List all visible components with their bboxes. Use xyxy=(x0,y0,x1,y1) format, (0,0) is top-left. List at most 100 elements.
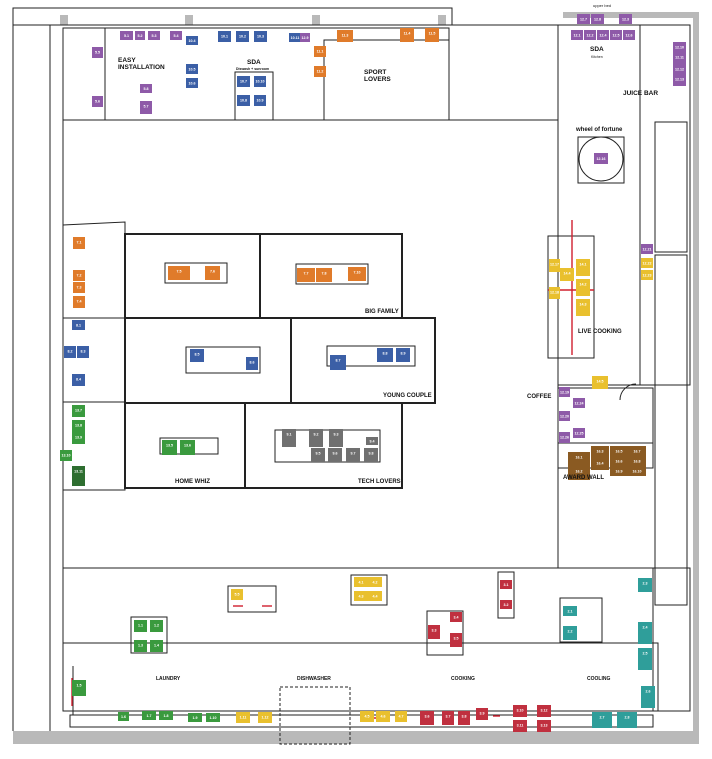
stand-16.6[interactable]: 16.6 xyxy=(610,456,628,466)
stand-3.13[interactable]: 3.13 xyxy=(537,720,551,732)
stand-13.11[interactable]: 13.11 xyxy=(72,466,85,486)
stand-14.5[interactable]: 14.5 xyxy=(592,376,608,389)
stand-12.20[interactable]: 12.20 xyxy=(559,411,570,421)
stand-10.1[interactable]: 10.1 xyxy=(218,31,231,42)
stand-3.5[interactable]: 3.5 xyxy=(450,633,462,647)
stand-1.5[interactable]: 1.5 xyxy=(72,680,86,696)
stand-12.22[interactable]: 12.22 xyxy=(641,258,653,268)
stand-9.1[interactable]: 9.1 xyxy=(282,429,296,447)
stand-13.5[interactable]: 13.5 xyxy=(162,440,177,455)
stand-12.17[interactable]: 12.17 xyxy=(549,259,560,272)
stand-16.5[interactable]: 16.5 xyxy=(610,446,628,456)
stand-8.1[interactable]: 8.1 xyxy=(72,320,85,330)
stand-1.4[interactable]: 1.4 xyxy=(150,640,163,652)
stand-9.8[interactable]: 9.8 xyxy=(364,448,378,462)
stand-12.1[interactable]: 12.1 xyxy=(571,30,583,40)
stand-7.8[interactable]: 7.8 xyxy=(316,268,332,282)
stand-7.1[interactable]: 7.1 xyxy=(73,237,85,249)
stand-14.3[interactable]: 14.3 xyxy=(576,299,590,316)
stand-12.10[interactable]: 12.10 xyxy=(673,42,686,54)
stand-12.12[interactable]: 12.12 xyxy=(673,64,686,76)
stand-7.6[interactable]: 7.6 xyxy=(205,266,220,280)
stand-2.3[interactable]: 2.3 xyxy=(638,578,652,592)
stand-2.5[interactable]: 2.5 xyxy=(638,648,652,670)
stand-5.5[interactable]: 5.5 xyxy=(231,589,243,600)
stand-13.8[interactable]: 13.8 xyxy=(72,420,85,432)
stand-5.5[interactable]: 5.5 xyxy=(92,47,103,58)
stand-9.6[interactable]: 9.6 xyxy=(328,448,342,462)
stand-8.6[interactable]: 8.6 xyxy=(246,357,258,370)
stand-2.4[interactable]: 2.4 xyxy=(638,622,652,644)
stand-5.6[interactable]: 5.6 xyxy=(92,96,103,107)
stand-12.13[interactable]: 12.13 xyxy=(673,74,686,86)
stand-13.9[interactable]: 13.9 xyxy=(72,432,85,444)
stand-5.8[interactable]: 5.8 xyxy=(140,84,152,93)
stand-16.2[interactable]: 16.2 xyxy=(568,466,590,480)
stand-10.5[interactable]: 10.5 xyxy=(186,64,198,74)
stand-7.3[interactable]: 7.3 xyxy=(73,282,85,293)
stand-1.1[interactable]: 1.1 xyxy=(134,620,147,632)
stand-12.7[interactable]: 12.7 xyxy=(577,14,590,24)
stand-14.2[interactable]: 14.2 xyxy=(576,279,590,296)
stand-2.1[interactable]: 2.1 xyxy=(563,606,577,616)
stand-5.7[interactable]: 5.7 xyxy=(140,101,152,114)
stand-4.2[interactable]: 4.2 xyxy=(368,577,382,587)
stand-10.7[interactable]: 10.7 xyxy=(237,76,250,87)
stand-9.4[interactable]: 9.4 xyxy=(366,437,378,445)
stand-12.25[interactable]: 12.25 xyxy=(573,428,585,438)
stand-3.10[interactable]: 3.10 xyxy=(513,705,527,717)
stand-3.2[interactable]: 3.2 xyxy=(500,600,512,609)
stand-1.12[interactable]: 1.12 xyxy=(258,712,272,723)
stand-2.6[interactable]: 2.6 xyxy=(641,686,655,708)
stand-12.4[interactable]: 12.4 xyxy=(597,30,609,40)
stand-4.1[interactable]: 4.1 xyxy=(354,577,368,587)
stand-16.7[interactable]: 16.7 xyxy=(628,446,646,456)
stand-3.6[interactable]: 3.6 xyxy=(420,711,434,725)
stand-3.4[interactable]: 3.4 xyxy=(450,612,462,622)
stand-16.3[interactable]: 16.3 xyxy=(591,446,609,458)
stand-3.7[interactable]: 3.7 xyxy=(442,711,454,725)
stand-12.5[interactable]: 12.5 xyxy=(610,30,622,40)
stand-1.2[interactable]: 1.2 xyxy=(150,620,163,632)
stand-10.4[interactable]: 10.4 xyxy=(186,36,198,45)
stand-9.2[interactable]: 9.2 xyxy=(309,429,323,447)
stand-1.10[interactable]: 1.10 xyxy=(206,713,220,722)
stand-4.5[interactable]: 4.5 xyxy=(360,711,374,722)
wheel-stand[interactable] xyxy=(594,153,608,164)
stand-9.5[interactable]: 9.5 xyxy=(311,448,325,462)
stand-11.4[interactable]: 11.4 xyxy=(400,28,414,42)
stand-8.8[interactable]: 8.8 xyxy=(377,348,393,362)
stand-2.8[interactable]: 2.8 xyxy=(617,712,637,728)
stand-10.2[interactable]: 10.2 xyxy=(236,31,249,42)
stand-16.4[interactable]: 16.4 xyxy=(591,458,609,470)
stand-3.12[interactable]: 3.12 xyxy=(537,705,551,717)
stand-4.3[interactable]: 4.3 xyxy=(354,591,368,601)
stand-3.9[interactable]: 3.9 xyxy=(476,708,488,720)
stand-8.7[interactable]: 8.7 xyxy=(330,355,346,370)
stand-5.3[interactable]: 5.3 xyxy=(148,31,160,40)
stand-14.4[interactable]: 14.4 xyxy=(560,268,574,281)
stand-5.1[interactable]: 5.1 xyxy=(120,31,133,40)
stand-4.7[interactable]: 4.7 xyxy=(395,711,407,722)
stand-10.11[interactable]: 10.11 xyxy=(289,33,301,42)
stand-10.6[interactable]: 10.6 xyxy=(186,78,198,88)
stand-8.3[interactable]: 8.3 xyxy=(77,346,89,358)
stand-9.7[interactable]: 9.7 xyxy=(346,448,360,462)
stand-1.6[interactable]: 1.6 xyxy=(118,712,129,721)
stand-16.8[interactable]: 16.8 xyxy=(628,456,646,466)
stand-13.7[interactable]: 13.7 xyxy=(72,405,85,417)
stand-14.1[interactable]: 14.1 xyxy=(576,259,590,276)
stand-8.2[interactable]: 8.2 xyxy=(64,346,76,358)
stand-12.18[interactable]: 12.18 xyxy=(549,287,560,299)
stand-5.2[interactable]: 5.2 xyxy=(135,31,145,40)
stand-12.8[interactable]: 12.8 xyxy=(591,14,604,24)
stand-7.4[interactable]: 7.4 xyxy=(73,296,85,308)
stand-4.4[interactable]: 4.4 xyxy=(368,591,382,601)
stand-12.11[interactable]: 12.11 xyxy=(673,52,686,64)
stand-3.3[interactable]: 3.3 xyxy=(428,625,440,639)
stand-12.6[interactable]: 12.6 xyxy=(623,30,635,40)
stand-13.6[interactable]: 13.6 xyxy=(180,440,195,455)
stand-11.2[interactable]: 11.2 xyxy=(314,66,326,77)
stand-16.10[interactable]: 16.10 xyxy=(628,466,646,476)
stand-16.1[interactable]: 16.1 xyxy=(568,452,590,466)
